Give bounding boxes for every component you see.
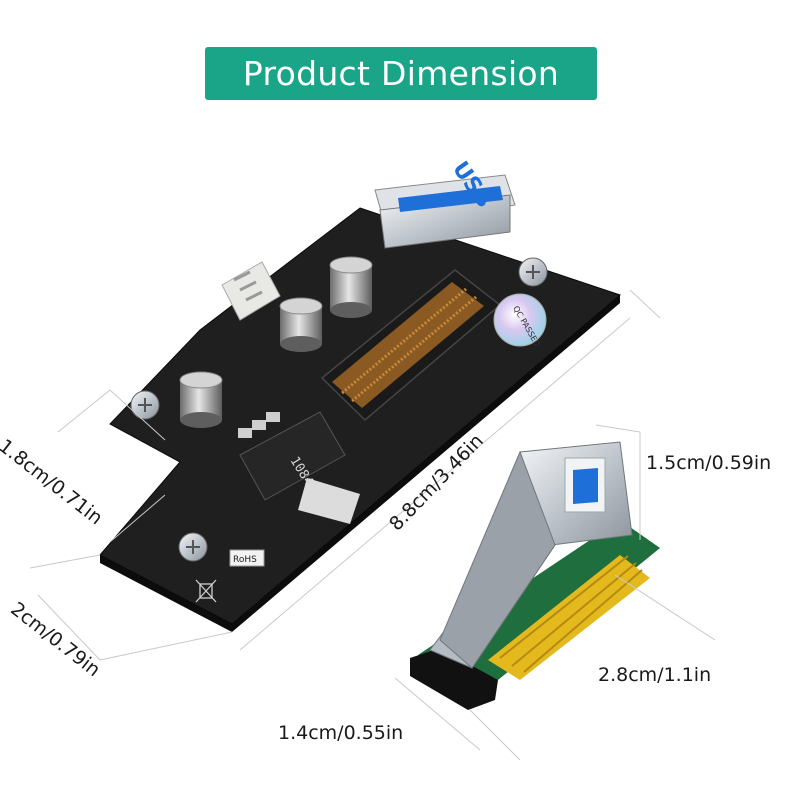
- screw-icon: [518, 257, 548, 287]
- power-connector: [221, 261, 281, 321]
- qc-sticker: QC PASSED: [493, 293, 547, 348]
- dimension-label-card-height: 1.5cm/0.59in: [646, 452, 772, 474]
- capacitor: [329, 256, 373, 318]
- usb-port: USB: [374, 157, 516, 249]
- pcie-adapter-card: [410, 441, 660, 710]
- dimension-label-card-width: 1.4cm/0.55in: [278, 722, 404, 744]
- pcie-slot: [320, 269, 502, 422]
- dimension-lines: [29, 289, 661, 661]
- title-banner: Product Dimension: [205, 47, 597, 100]
- screw-icon: [178, 532, 208, 562]
- page-title: Product Dimension: [242, 54, 560, 93]
- dimension-lines: [394, 424, 716, 761]
- screw-icon: [130, 390, 160, 420]
- capacitor: [279, 297, 323, 352]
- capacitor: [179, 371, 223, 428]
- dimension-label-card-length: 2.8cm/1.1in: [598, 664, 712, 686]
- weee-bin-icon: [195, 579, 217, 603]
- rohs-sticker: RoHS: [229, 549, 265, 567]
- svg-text:RoHS: RoHS: [233, 555, 257, 565]
- regulator-chip: 1084: [238, 411, 346, 501]
